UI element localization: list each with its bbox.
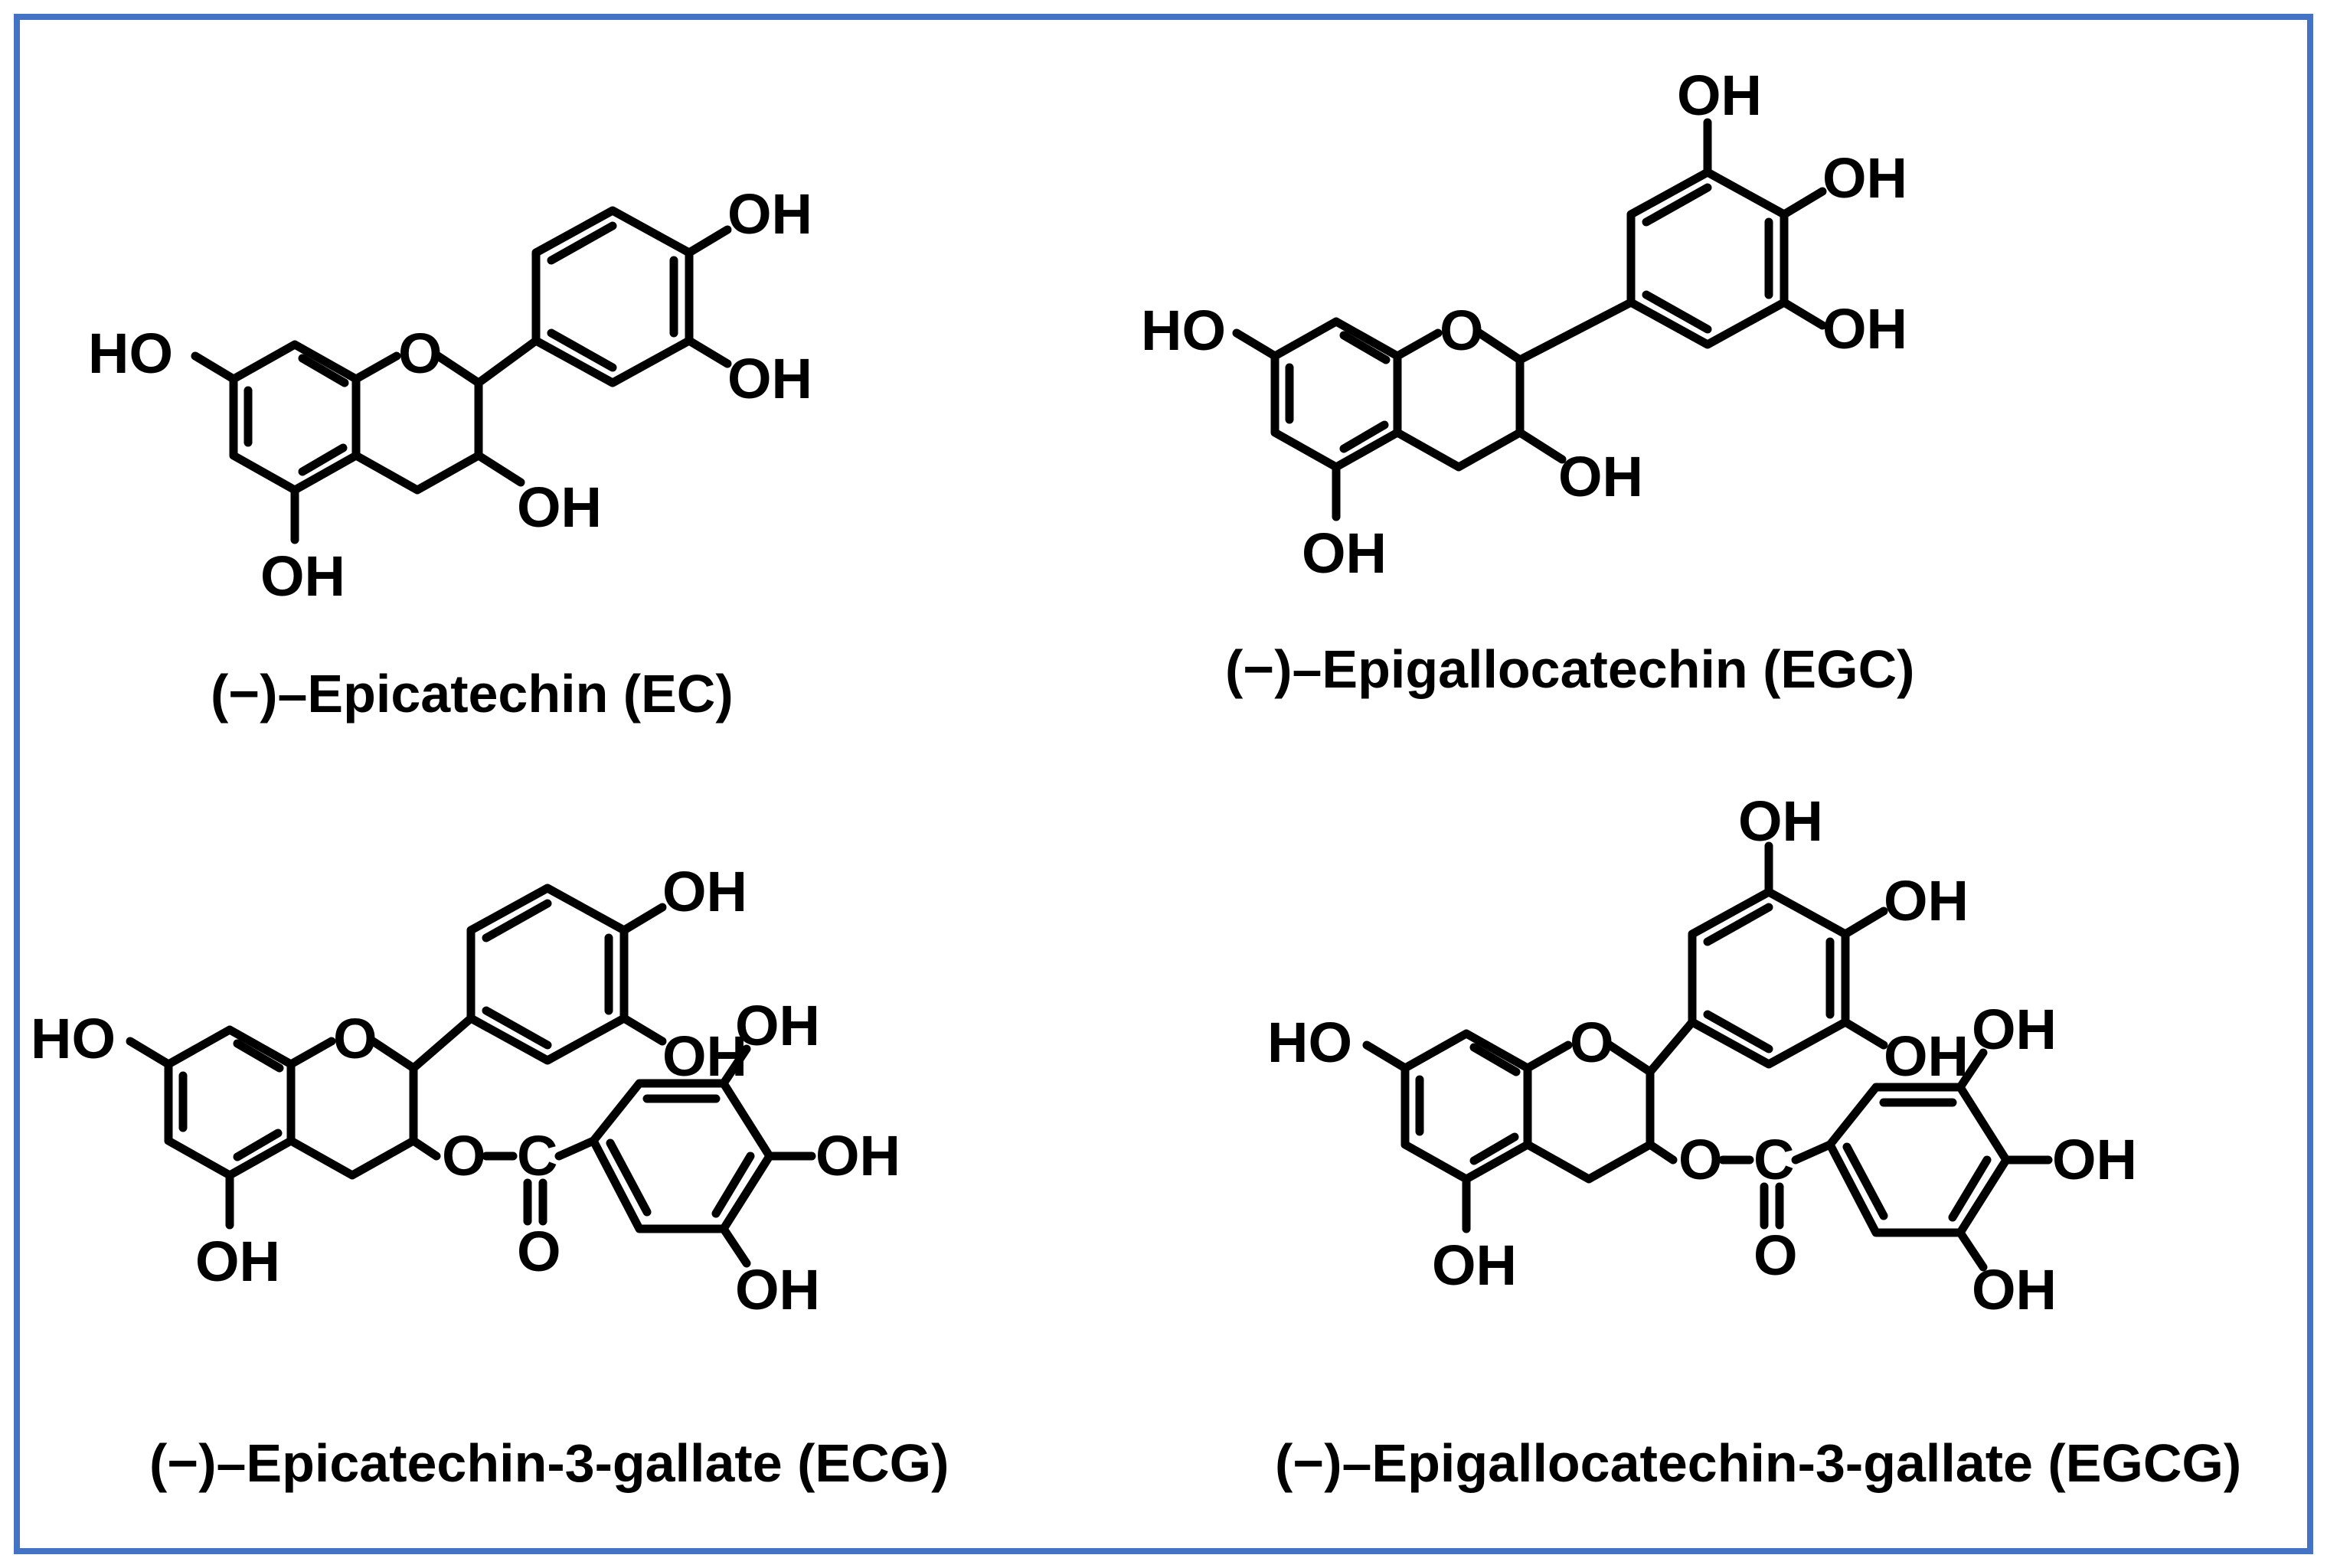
structure-ec: HO O OH OH OH OH [88,182,812,608]
label-ester-c: C [1753,1128,1794,1191]
caption-ecg: (−)–Epicatechin-3-gallate (ECG) [149,1433,949,1493]
label-galloyl-oh4: OH [2052,1128,2137,1191]
caption-egc: (−)–Epigallocatechin (EGC) [1225,639,1914,699]
label-ester-c: C [517,1124,557,1187]
label-oh4p: OH [727,347,812,410]
caption-ec: (−)–Epicatechin (EC) [211,664,734,724]
figure-border [14,14,2313,1554]
label-oh3: OH [1558,445,1643,508]
structure-ecg: HO O OH OH OH O C O OH OH OH [31,860,900,1321]
label-galloyl-oh4: OH [815,1124,900,1187]
label-oh5: OH [1432,1233,1517,1297]
label-galloyl-oh3: OH [1972,998,2057,1061]
label-galloyl-oh5: OH [735,1258,820,1321]
structure-egc: HO O OH OH OH OH OH [1141,64,1907,585]
label-oh3p: OH [1677,64,1762,127]
label-oh4p: OH [1822,146,1907,210]
label-oh4p: OH [1884,869,1969,933]
label-carbonyl-o: O [517,1220,561,1283]
label-oh5p: OH [1884,1024,1969,1088]
label-ester-o: O [442,1124,486,1187]
label-galloyl-oh5: OH [1972,1258,2057,1321]
ring-c [1523,1040,1573,1073]
label-oh5: OH [1302,521,1387,585]
label-ho7: HO [31,1007,116,1070]
label-carbonyl-o: O [1753,1223,1798,1287]
label-oh3p: OH [727,182,812,246]
caption-egcg: (−)–Epigallocatechin-3-gallate (EGCG) [1275,1433,2241,1493]
label-o1: O [333,1007,377,1070]
label-oh3p: OH [1738,789,1823,853]
ring-c [286,1037,336,1069]
ring-c [1393,328,1443,361]
label-oh5p: OH [1822,297,1907,361]
label-o1: O [398,322,443,385]
label-ho7: HO [1267,1011,1352,1074]
label-galloyl-oh3: OH [735,994,820,1057]
label-oh4p: OH [662,1024,747,1088]
label-oh3p: OH [662,860,747,923]
label-ho7: HO [1141,299,1226,362]
label-oh5: OH [195,1230,280,1293]
label-oh3: OH [517,475,602,539]
label-o1: O [1440,299,1484,362]
label-o1: O [1570,1011,1614,1074]
label-ester-o: O [1678,1128,1723,1191]
label-ho7: HO [88,322,173,385]
label-oh5: OH [260,544,345,608]
structure-egcg: HO O OH OH OH OH O C O OH OH OH [1267,789,2137,1321]
ring-c [351,351,401,384]
